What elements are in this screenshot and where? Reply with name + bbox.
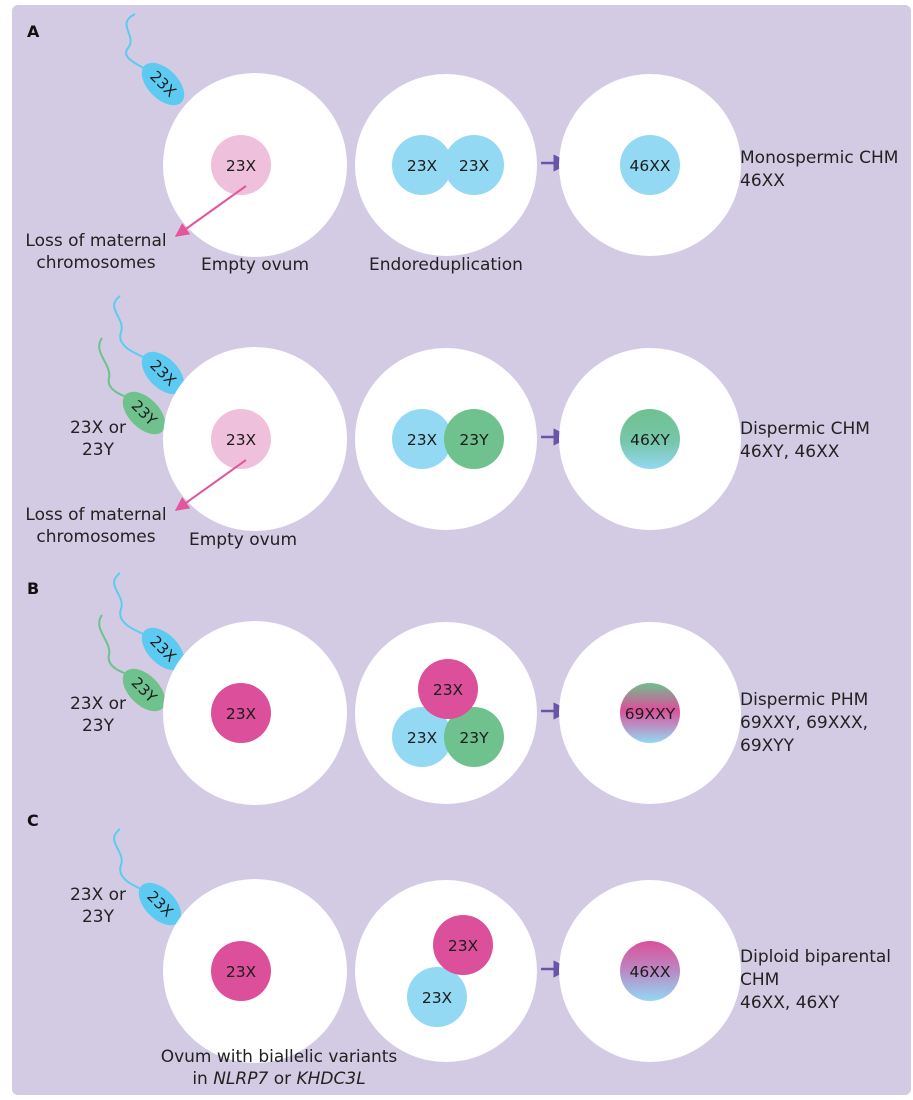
outcome-title: Dispermic CHM bbox=[740, 419, 870, 439]
pronucleus-label: 23X bbox=[422, 989, 453, 1007]
maternal-pronucleus-label: 23X bbox=[226, 963, 257, 981]
sperm-choice-line1: 23X or bbox=[70, 885, 126, 905]
triploid-nucleus bbox=[620, 683, 680, 743]
sperm-tail bbox=[98, 337, 137, 401]
loss-label-line2: chromosomes bbox=[36, 253, 155, 273]
ovum-caption: Empty ovum bbox=[189, 530, 297, 550]
pronucleus-label: 23Y bbox=[459, 431, 489, 449]
outcome-karyotype-line1: 69XXY, 69XXX, bbox=[740, 713, 868, 733]
outcome-karyotype-line2: 69XYY bbox=[740, 736, 795, 756]
sperm-choice-line1: 23X or bbox=[70, 694, 126, 714]
paternal-pronucleus-y bbox=[444, 409, 504, 469]
maternal-pronucleus bbox=[418, 659, 478, 719]
maternal-pronucleus bbox=[211, 409, 271, 469]
maternal-pronucleus bbox=[433, 915, 493, 975]
paternal-pronucleus bbox=[407, 967, 467, 1027]
diploid-nucleus-label: 46XY bbox=[630, 431, 670, 449]
pronucleus-label: 23X bbox=[448, 937, 479, 955]
paternal-pronucleus-y bbox=[444, 707, 504, 767]
maternal-pronucleus bbox=[211, 135, 271, 195]
diploid-nucleus bbox=[620, 409, 680, 469]
section-label-a: A bbox=[27, 22, 40, 41]
pronucleus-label: 23X bbox=[459, 157, 490, 175]
pronucleus-label: 23X bbox=[433, 681, 464, 699]
paternal-pronucleus bbox=[444, 135, 504, 195]
sperm-choice-line1: 23X or bbox=[70, 418, 126, 438]
outcome-karyotype: 46XX bbox=[740, 171, 785, 191]
pronucleus-label: 23X bbox=[407, 157, 438, 175]
maternal-pronucleus bbox=[211, 941, 271, 1001]
section-label-c: C bbox=[27, 811, 39, 830]
pronucleus-label: 23Y bbox=[459, 729, 489, 747]
ovum-variant-caption-line1: Ovum with biallelic variants bbox=[161, 1047, 398, 1067]
loss-label-line1: Loss of maternal bbox=[25, 231, 166, 251]
sperm-choice-line2: 23Y bbox=[82, 716, 115, 736]
sperm-tail bbox=[113, 572, 151, 638]
paternal-pronucleus-x bbox=[392, 707, 452, 767]
paternal-pronucleus bbox=[392, 135, 452, 195]
sperm-choice-line2: 23Y bbox=[82, 907, 115, 927]
outcome-title-line1: Diploid biparental bbox=[740, 947, 891, 967]
maternal-pronucleus-label: 23X bbox=[226, 431, 257, 449]
maternal-pronucleus-label: 23X bbox=[226, 157, 257, 175]
gene-name: KHDC3L bbox=[297, 1069, 366, 1089]
process-caption: Endoreduplication bbox=[369, 255, 523, 275]
ovum-variant-caption-line2: in NLRP7 or KHDC3L bbox=[192, 1069, 365, 1089]
loss-label-line1: Loss of maternal bbox=[25, 505, 166, 525]
pronucleus-label: 23X bbox=[407, 431, 438, 449]
outcome-karyotype: 46XX, 46XY bbox=[740, 993, 840, 1013]
loss-label-line2: chromosomes bbox=[36, 527, 155, 547]
sperm-tail bbox=[98, 614, 137, 678]
outcome-karyotype: 46XY, 46XX bbox=[740, 442, 840, 462]
sperm-tail bbox=[113, 295, 151, 361]
gene-name: NLRP7 bbox=[213, 1069, 268, 1089]
triploid-nucleus-label: 69XXY bbox=[625, 705, 676, 723]
diploid-nucleus bbox=[620, 941, 680, 1001]
background-panel bbox=[12, 5, 911, 1095]
sperm-tail bbox=[113, 828, 151, 894]
loss-arrow bbox=[174, 459, 247, 511]
loss-arrow bbox=[174, 185, 247, 237]
sperm-tail bbox=[125, 13, 151, 73]
sperm-choice-line2: 23Y bbox=[82, 440, 115, 460]
section-label-b: B bbox=[27, 579, 39, 598]
diploid-nucleus bbox=[620, 135, 680, 195]
ovum-caption: Empty ovum bbox=[201, 255, 309, 275]
diploid-nucleus-label: 46XX bbox=[630, 157, 671, 175]
outcome-title: Dispermic PHM bbox=[740, 690, 868, 710]
maternal-pronucleus bbox=[211, 683, 271, 743]
diploid-nucleus-label: 46XX bbox=[630, 963, 671, 981]
outcome-title: Monospermic CHM bbox=[740, 148, 898, 168]
pronucleus-label: 23X bbox=[407, 729, 438, 747]
maternal-pronucleus-label: 23X bbox=[226, 705, 257, 723]
outcome-title-line2: CHM bbox=[740, 970, 779, 990]
paternal-pronucleus-x bbox=[392, 409, 452, 469]
